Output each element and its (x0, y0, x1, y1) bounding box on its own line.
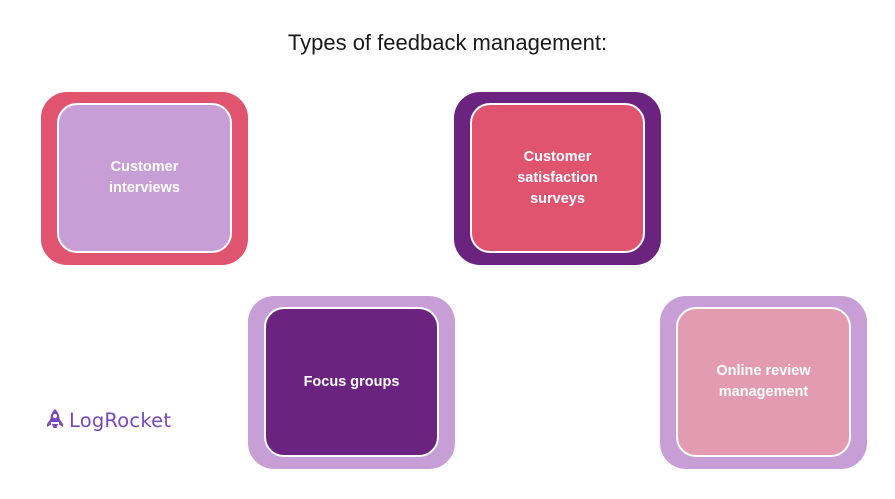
card-label: Focus groups (303, 373, 400, 390)
card-label: Online review management (716, 363, 811, 400)
card-inner: Online review management (676, 307, 851, 457)
card-online-review-management: Online review management (660, 296, 867, 469)
card-inner: Customer interviews (57, 103, 232, 253)
rocket-icon (47, 409, 63, 428)
card-label: Customer interviews (109, 159, 180, 196)
logrocket-logo: LogRocket (45, 406, 171, 434)
card-focus-groups: Focus groups (248, 296, 455, 469)
card-label: Customer satisfaction surveys (517, 148, 598, 207)
card-customer-interviews: Customer interviews (41, 92, 248, 265)
logo-text: LogRocket (69, 408, 172, 432)
card-inner: Customer satisfaction surveys (470, 103, 645, 253)
card-customer-satisfaction-surveys: Customer satisfaction surveys (454, 92, 661, 265)
card-inner: Focus groups (264, 307, 439, 457)
diagram-title: Types of feedback management: (287, 30, 608, 55)
